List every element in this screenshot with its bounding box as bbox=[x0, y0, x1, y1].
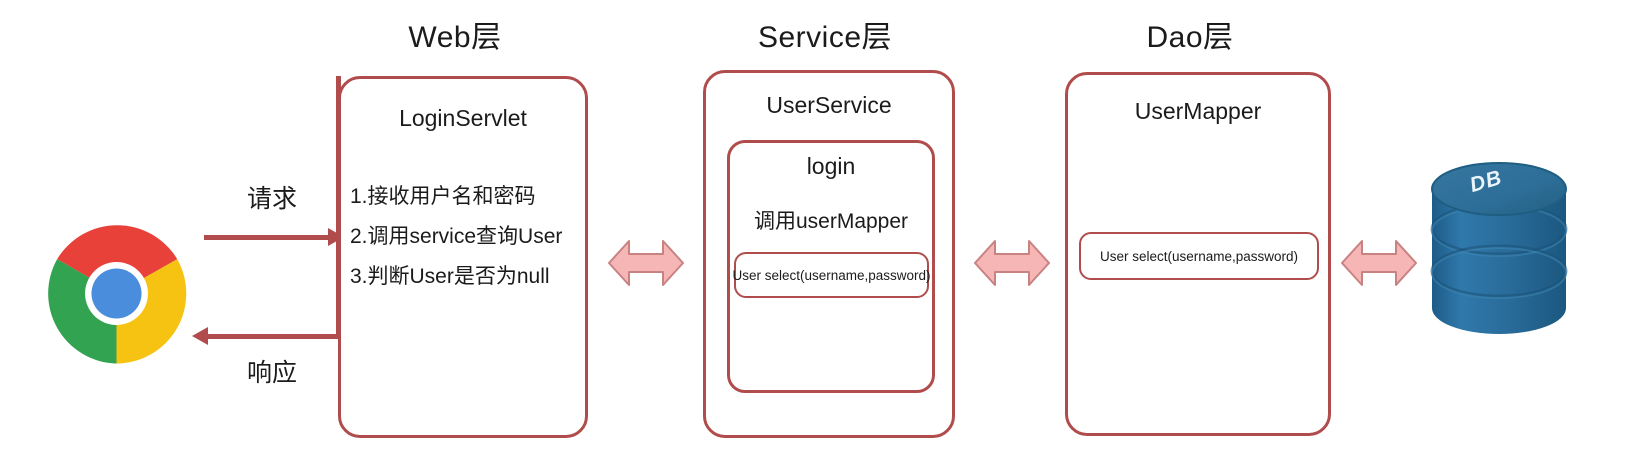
login-method-heading: login bbox=[806, 153, 856, 179]
layer-title-dao: Dao层 bbox=[1146, 21, 1234, 54]
layer-title-web: Web层 bbox=[408, 21, 502, 54]
response-arrow-head-icon bbox=[192, 327, 208, 345]
request-label: 请求 bbox=[246, 185, 297, 213]
double-arrow-icon-web-service bbox=[607, 232, 685, 299]
dao-code-text: User select(username,password) bbox=[1099, 248, 1299, 264]
double-arrow-icon-dao-db bbox=[1340, 232, 1418, 299]
login-servlet-step-list: 1.接收用户名和密码 2.调用service查询User 3.判断User是否为… bbox=[350, 186, 580, 306]
response-label: 响应 bbox=[246, 359, 297, 387]
list-item: 1.接收用户名和密码 bbox=[350, 185, 536, 208]
response-arrow-line bbox=[204, 334, 339, 339]
list-item: 3.判断User是否为null bbox=[350, 265, 550, 288]
double-arrow-icon-service-dao bbox=[973, 232, 1051, 299]
request-arrow-line bbox=[204, 235, 339, 240]
user-service-heading: UserService bbox=[766, 92, 892, 118]
login-servlet-box bbox=[338, 76, 588, 438]
service-call-text: 调用userMapper bbox=[753, 210, 909, 233]
dao-code-box: User select(username,password) bbox=[1079, 232, 1319, 280]
database-cylinder-icon bbox=[1428, 161, 1570, 336]
layer-title-service: Service层 bbox=[757, 21, 893, 54]
login-servlet-heading: LoginServlet bbox=[399, 105, 527, 131]
service-code-text: User select(username,password) bbox=[732, 267, 931, 283]
service-code-box: User select(username,password) bbox=[732, 252, 931, 298]
user-mapper-heading: UserMapper bbox=[1134, 98, 1262, 124]
chrome-logo-icon bbox=[45, 222, 188, 365]
list-item: 2.调用service查询User bbox=[350, 225, 563, 248]
